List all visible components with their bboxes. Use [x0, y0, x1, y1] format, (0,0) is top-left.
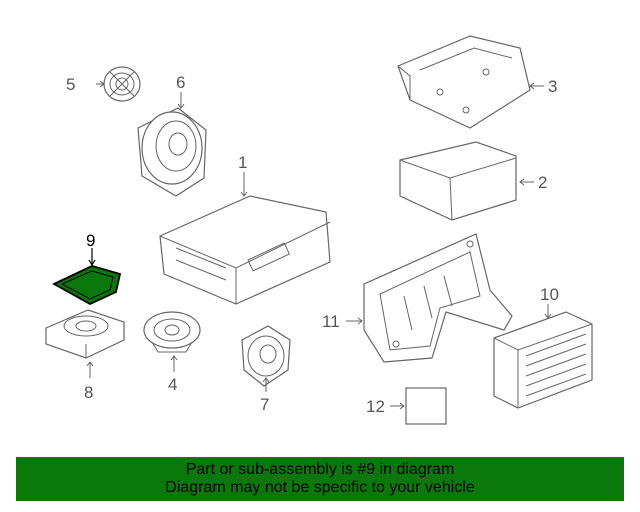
part-4-speaker	[143, 311, 201, 372]
part-6-speaker	[137, 92, 207, 197]
callout-11: 11	[322, 312, 340, 331]
callout-9: 9	[86, 231, 95, 250]
part-12-module	[390, 387, 447, 425]
callout-5: 5	[66, 75, 75, 94]
part-11-frame	[346, 233, 513, 363]
callout-12: 12	[366, 397, 385, 416]
callout-4: 4	[168, 375, 177, 394]
info-banner: Part or sub-assembly is #9 in diagram Di…	[16, 457, 624, 501]
part-3-bracket	[397, 35, 544, 129]
callout-8: 8	[84, 383, 93, 402]
banner-line-1: Part or sub-assembly is #9 in diagram	[185, 461, 455, 478]
callout-6: 6	[176, 73, 185, 92]
callout-3: 3	[548, 77, 557, 96]
banner-line-2: Diagram may not be specific to your vehi…	[165, 479, 475, 496]
callout-7: 7	[260, 395, 269, 414]
part-2-module	[399, 141, 534, 221]
part-1-head-unit	[159, 172, 331, 305]
callout-10: 10	[540, 285, 559, 304]
part-7-speaker	[241, 325, 291, 392]
part-5-tweeter	[96, 66, 141, 102]
part-8-subwoofer	[45, 309, 125, 378]
callout-1: 1	[238, 153, 247, 172]
parts-diagram: 5 6 3 1 2	[45, 35, 593, 425]
callout-2: 2	[538, 173, 547, 192]
part-10-amplifier	[493, 304, 593, 409]
part-9-pad	[52, 248, 122, 306]
